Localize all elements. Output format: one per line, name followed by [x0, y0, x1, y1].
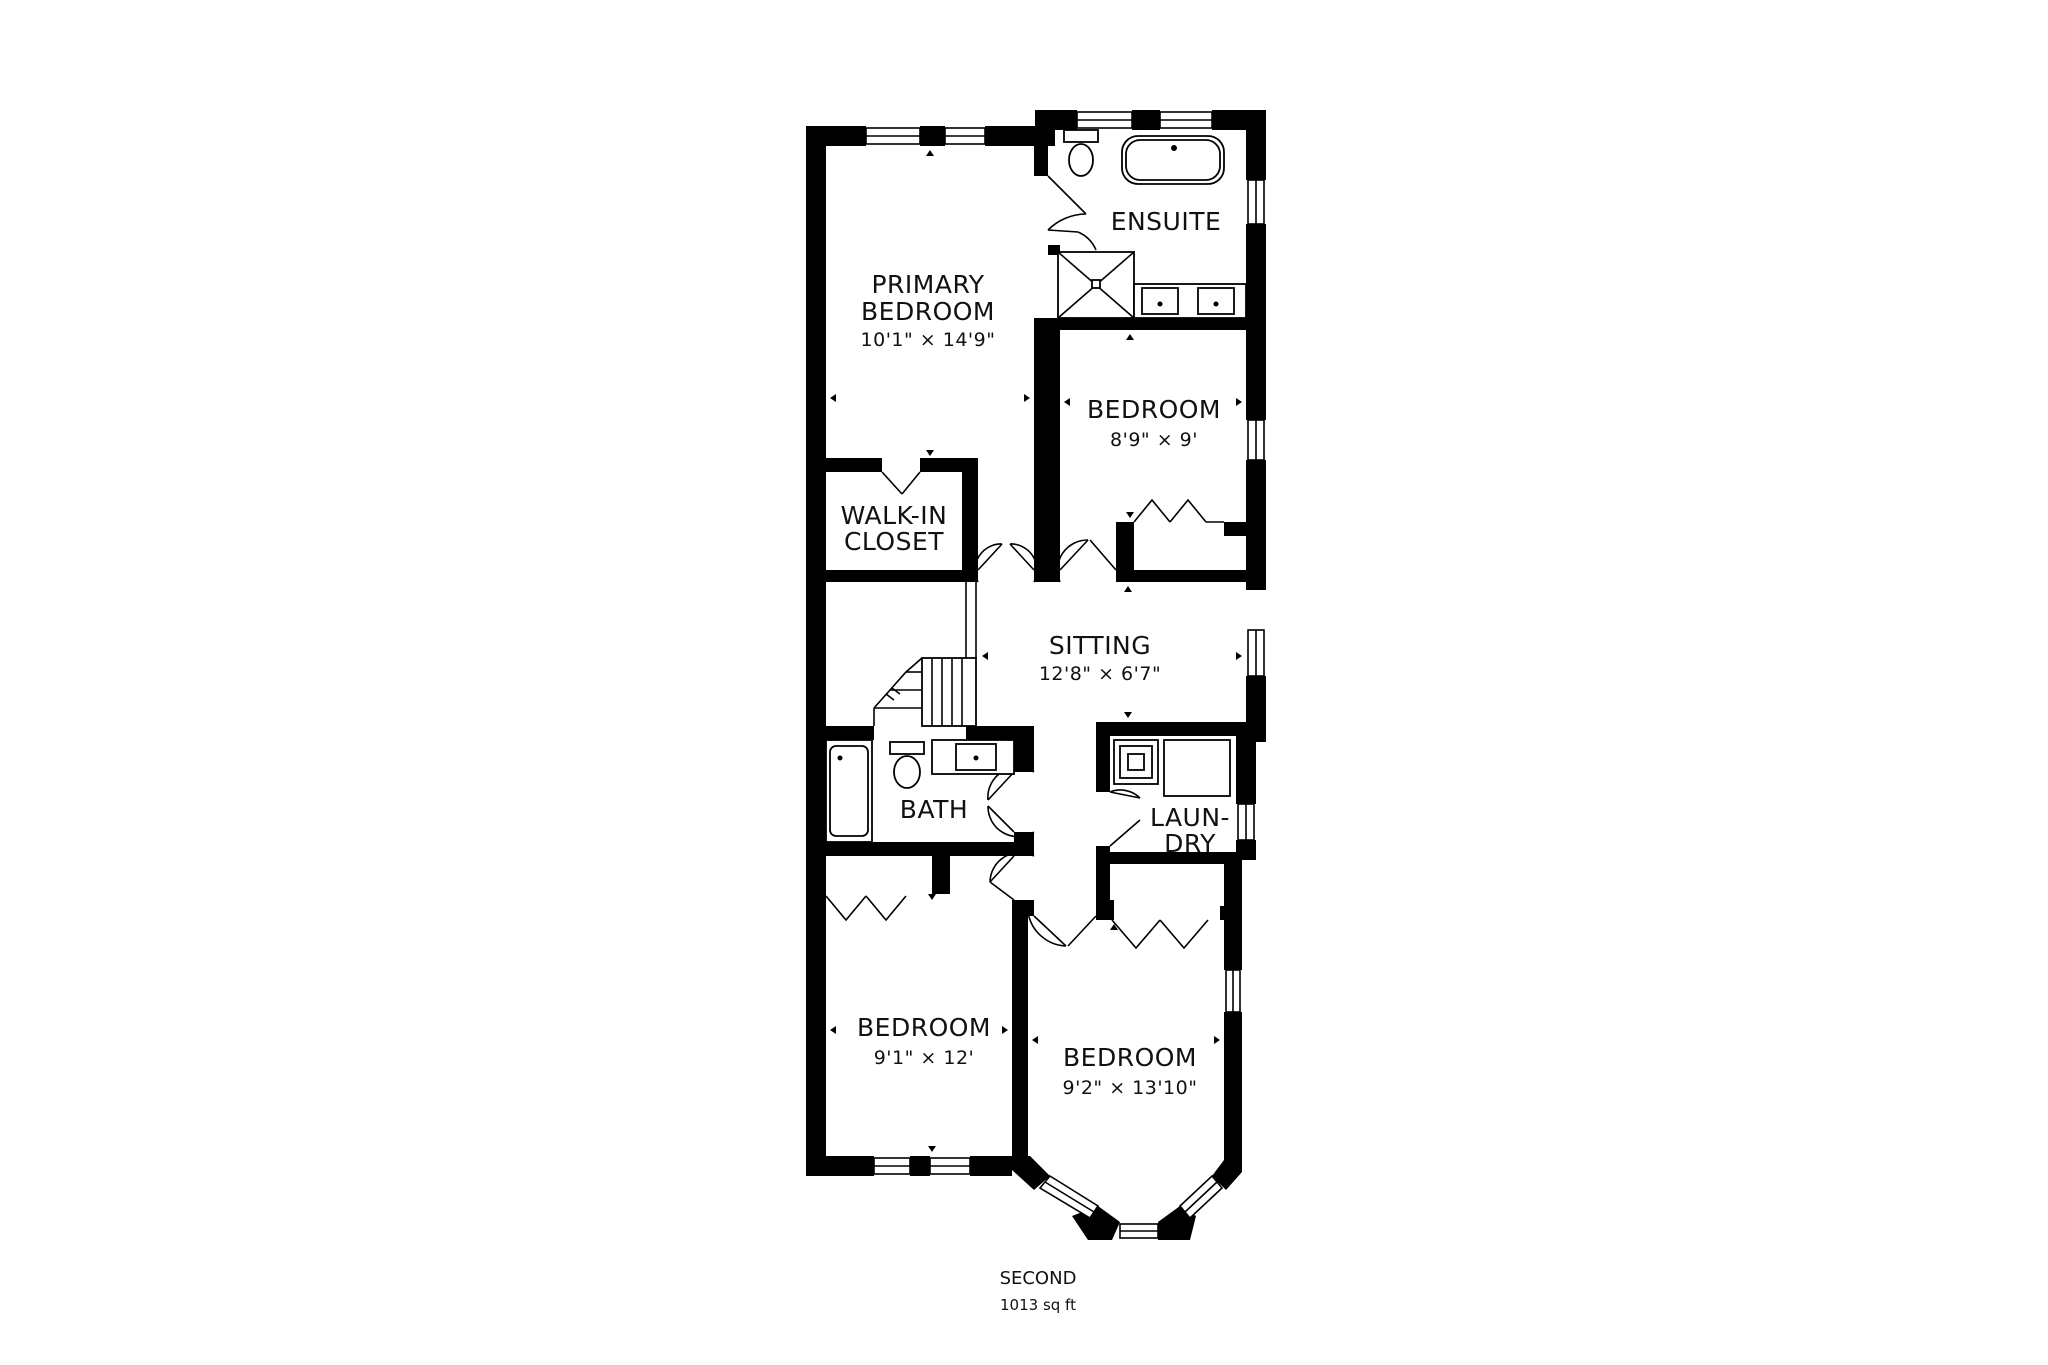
fixtures — [825, 129, 1247, 843]
sink-icon — [931, 739, 1015, 775]
dryer-icon — [1163, 739, 1231, 797]
staircase-icon — [873, 582, 977, 727]
toilet-icon — [889, 741, 925, 789]
room-name-laundry-line1: LAUN- — [1150, 803, 1230, 832]
room-labels: ENSUITE PRIMARY BEDROOM 10'1" × 14'9" BE… — [841, 207, 1230, 1099]
room-dims-primary-bedroom: 10'1" × 14'9" — [861, 329, 996, 351]
bathtub-icon — [1121, 135, 1225, 185]
shower-icon — [1057, 251, 1135, 319]
room-name-bedroom-ne: BEDROOM — [1087, 395, 1221, 424]
floor-area: 1013 sq ft — [1000, 1296, 1076, 1314]
room-name-bedroom-se: BEDROOM — [1063, 1043, 1197, 1072]
room-name-bath: BATH — [900, 795, 968, 824]
room-name-walk-in-closet-line2: CLOSET — [844, 527, 944, 556]
bathtub-icon — [825, 739, 873, 843]
room-name-primary-bedroom-line1: PRIMARY — [871, 270, 984, 299]
room-name-bedroom-sw: BEDROOM — [857, 1013, 991, 1042]
room-dims-bedroom-sw: 9'1" × 12' — [874, 1047, 975, 1069]
interior-walls — [806, 126, 1260, 1170]
room-dims-sitting: 12'8" × 6'7" — [1039, 663, 1161, 685]
toilet-icon — [1063, 129, 1099, 177]
floor-caption: SECOND 1013 sq ft — [1000, 1268, 1077, 1314]
room-name-ensuite: ENSUITE — [1111, 207, 1222, 236]
washer-icon — [1113, 739, 1159, 785]
room-name-laundry-line2: DRY — [1164, 829, 1216, 858]
sink-icon — [1133, 283, 1247, 319]
room-name-sitting: SITTING — [1049, 631, 1151, 660]
room-name-primary-bedroom-line2: BEDROOM — [861, 297, 995, 326]
windows — [865, 111, 1265, 1239]
room-name-walk-in-closet-line1: WALK-IN — [841, 501, 948, 530]
room-dims-bedroom-se: 9'2" × 13'10" — [1063, 1077, 1198, 1099]
dimension-markers — [830, 150, 1242, 1152]
room-dims-bedroom-ne: 8'9" × 9' — [1110, 429, 1198, 451]
doors — [825, 175, 1224, 950]
floor-name: SECOND — [1000, 1268, 1077, 1289]
